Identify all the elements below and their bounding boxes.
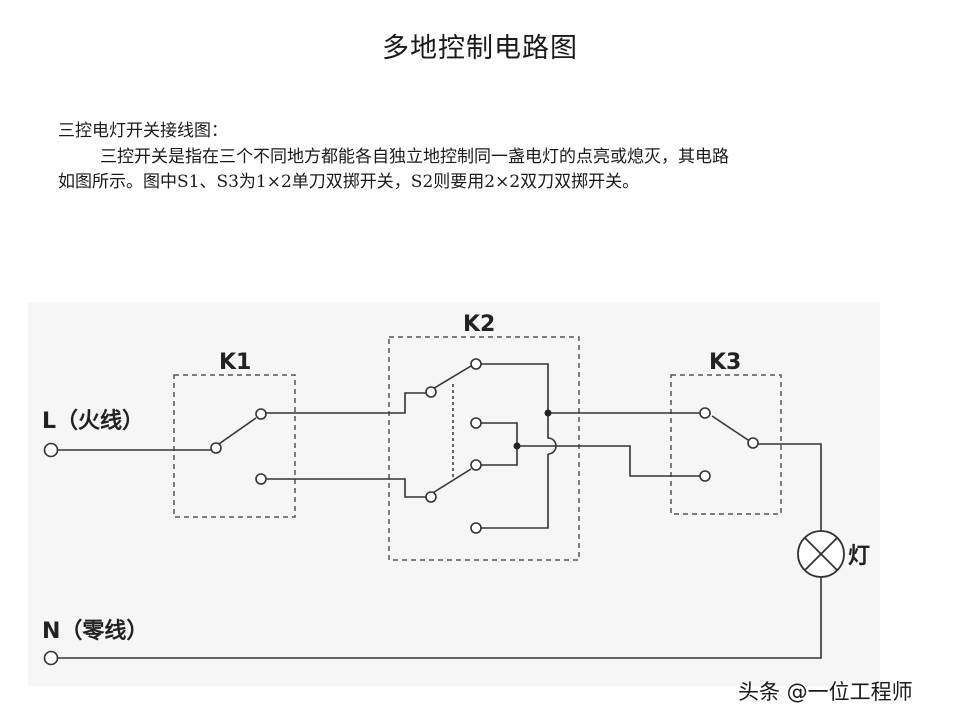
- page-title: 多地控制电路图: [382, 33, 578, 64]
- paragraph-line-1: 三控开关是指在三个不同地方都能各自独立地控制同一盏电灯的点亮或熄灭，其电路: [100, 147, 729, 167]
- k2-lower-blade: [430, 468, 472, 495]
- k3-bottom-terminal: [699, 470, 711, 482]
- live-terminal: [43, 442, 59, 458]
- k2-right-1-terminal: [470, 358, 482, 370]
- k2-crossover: [547, 413, 557, 455]
- k2-right-4-terminal: [470, 522, 482, 534]
- k1-bottom-terminal: [255, 473, 267, 485]
- k2-right-3-terminal: [470, 459, 482, 471]
- neutral-label: N（零线）: [42, 618, 148, 644]
- k3-box: [670, 374, 782, 515]
- wire-k1-bottom-to-k2: [266, 478, 427, 498]
- paragraph-heading: 三控电灯开关接线图：: [58, 121, 228, 141]
- junction-dot: [513, 442, 521, 450]
- k2-wire-b: [481, 422, 518, 446]
- lamp-icon: [797, 530, 845, 578]
- k3-blade: [711, 415, 749, 441]
- diagram-background: [28, 302, 880, 686]
- k3-label: K3: [709, 350, 741, 375]
- k1-label: K1: [219, 350, 251, 375]
- k2-left-bottom-terminal: [425, 491, 437, 503]
- wire-k3-to-lamp: [758, 443, 822, 531]
- k2-label: K2: [463, 312, 495, 337]
- live-label: L（火线）: [42, 408, 144, 434]
- k2-upper-blade: [430, 365, 472, 391]
- k2-wire-c: [481, 446, 518, 466]
- k2-left-top-terminal: [425, 386, 437, 398]
- paragraph-line-2: 如图所示。图中S1、S3为1×2单刀双掷开关，S2则要用2×2双刀双掷开关。: [58, 172, 640, 192]
- k3-top-terminal: [699, 407, 711, 419]
- k3-common-terminal: [747, 437, 759, 449]
- k1-blade: [215, 417, 257, 447]
- k2-box: [388, 336, 580, 561]
- lamp-label: 灯: [848, 544, 870, 569]
- wire-k1-top-to-k2: [266, 392, 427, 414]
- k1-common-terminal: [210, 442, 222, 454]
- k2-wire-d: [481, 454, 549, 529]
- wire-lamp-to-neutral: [58, 577, 822, 659]
- neutral-terminal: [43, 650, 59, 666]
- junction-dot: [544, 409, 552, 417]
- watermark: 头条 @一位工程师: [738, 680, 913, 704]
- k1-top-terminal: [255, 408, 267, 420]
- k1-box: [173, 374, 296, 518]
- wire-k2-to-k3-bottom-b: [562, 445, 700, 477]
- k2-wire-a: [481, 363, 549, 413]
- k2-right-2-terminal: [470, 417, 482, 429]
